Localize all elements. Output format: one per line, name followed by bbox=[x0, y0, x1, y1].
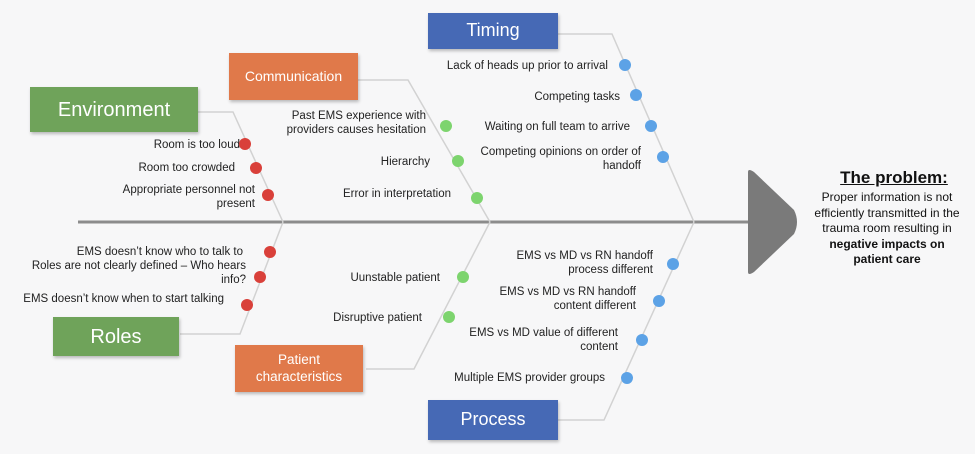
cause-process-2: EMS vs MD vs RN handoff content differen… bbox=[499, 286, 636, 312]
cause-dot-roles-3 bbox=[241, 299, 253, 311]
problem-title: The problem: bbox=[840, 168, 948, 187]
cause-dot-roles-2 bbox=[254, 271, 266, 283]
category-patient-characteristics: Patient characteristics bbox=[235, 345, 363, 392]
cause-dot-roles-1 bbox=[264, 246, 276, 258]
cause-process-4: Multiple EMS provider groups bbox=[454, 372, 605, 384]
category-timing: Timing bbox=[428, 13, 558, 49]
cause-roles-3: EMS doesn’t know when to start talking bbox=[23, 293, 224, 305]
problem-text-plain: Proper information is not efficiently tr… bbox=[814, 190, 960, 235]
cause-dot-process-3 bbox=[636, 334, 648, 346]
cause-process-3: EMS vs MD value of different content bbox=[469, 327, 618, 353]
cause-process-1: EMS vs MD vs RN handoff process differen… bbox=[516, 250, 653, 276]
cause-dot-environment-2 bbox=[250, 162, 262, 174]
cause-communication-2: Hierarchy bbox=[380, 156, 430, 168]
cause-communication-3: Error in interpretation bbox=[342, 188, 451, 200]
problem-statement: Proper information is not efficiently tr… bbox=[808, 190, 966, 268]
cause-patient-1: Uunstable patient bbox=[350, 272, 440, 284]
category-environment: Environment bbox=[30, 87, 198, 132]
cause-dot-communication-3 bbox=[471, 192, 483, 204]
bone-environment bbox=[197, 111, 284, 223]
cause-dot-patient-1 bbox=[457, 271, 469, 283]
cause-dot-process-2 bbox=[653, 295, 665, 307]
cause-environment-3: Appropriate personnel not present bbox=[122, 184, 255, 210]
cause-environment-1: Room is too loud bbox=[153, 139, 240, 151]
cause-dot-timing-2 bbox=[630, 89, 642, 101]
cause-timing-4: Competing opinions on order of handoff bbox=[480, 146, 641, 172]
cause-dot-timing-3 bbox=[645, 120, 657, 132]
bone-process bbox=[557, 221, 695, 421]
cause-dot-patient-2 bbox=[443, 311, 455, 323]
bone-roles bbox=[180, 221, 284, 335]
cause-environment-2: Room too crowded bbox=[138, 162, 235, 174]
cause-dot-communication-2 bbox=[452, 155, 464, 167]
cause-communication-1: Past EMS experience with providers cause… bbox=[286, 110, 426, 136]
cause-dot-timing-1 bbox=[619, 59, 631, 71]
cause-dot-process-1 bbox=[667, 258, 679, 270]
cause-dot-process-4 bbox=[621, 372, 633, 384]
cause-timing-1: Lack of heads up prior to arrival bbox=[446, 60, 608, 72]
cause-dot-environment-3 bbox=[262, 189, 274, 201]
fish-head bbox=[748, 170, 797, 274]
cause-timing-3: Waiting on full team to arrive bbox=[484, 121, 630, 133]
cause-dot-timing-4 bbox=[657, 151, 669, 163]
cause-timing-2: Competing tasks bbox=[534, 91, 620, 103]
cause-dot-communication-1 bbox=[440, 120, 452, 132]
category-communication: Communication bbox=[229, 53, 358, 100]
bone-communication bbox=[346, 79, 491, 223]
cause-dot-environment-1 bbox=[239, 138, 251, 150]
cause-patient-2: Disruptive patient bbox=[333, 312, 422, 324]
cause-roles-1: EMS doesn’t know who to talk to bbox=[76, 246, 243, 258]
category-process: Process bbox=[428, 400, 558, 440]
problem-text-bold: negative impacts on patient care bbox=[829, 236, 945, 267]
category-roles: Roles bbox=[53, 317, 179, 356]
cause-roles-2: Roles are not clearly defined – Who hear… bbox=[31, 260, 246, 286]
